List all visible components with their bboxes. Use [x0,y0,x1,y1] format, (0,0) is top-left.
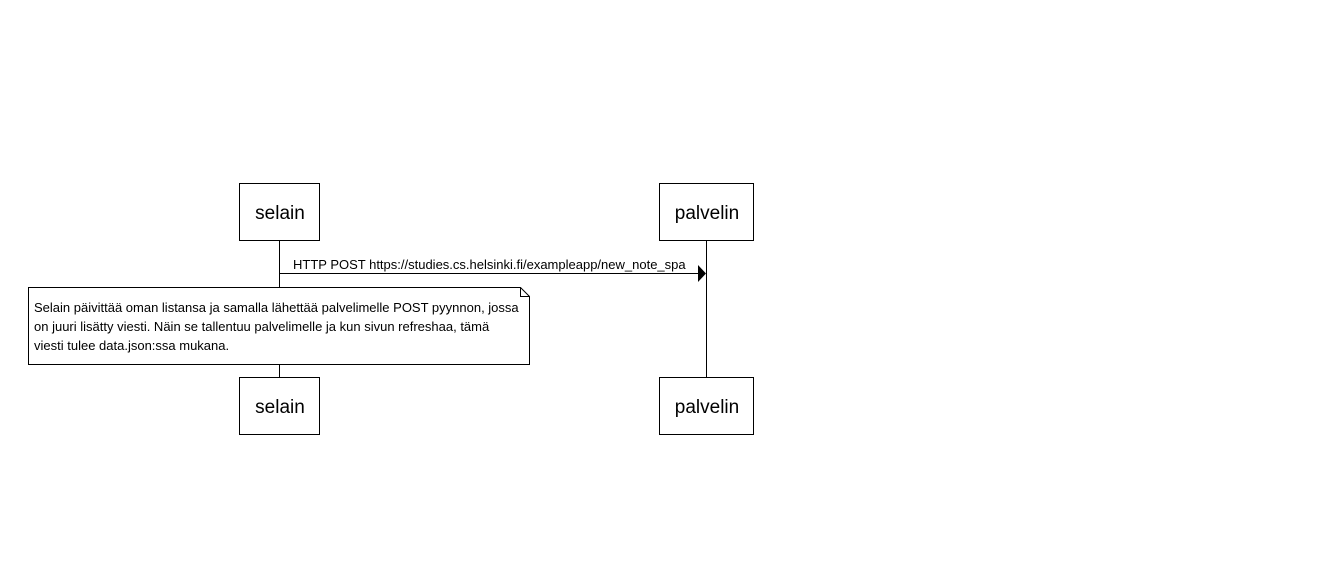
message-http-post: HTTP POST https://studies.cs.helsinki.fi… [280,257,706,282]
note-line: on juuri lisätty viesti. Näin se tallent… [34,319,490,334]
arrowhead-icon [698,265,706,282]
actor-palvelin-bottom: palvelin [659,377,754,435]
actor-label: palvelin [675,397,739,418]
actor-selain-bottom: selain [239,377,320,435]
actor-label: selain [255,203,305,224]
actor-selain-top: selain [239,183,320,241]
note-line: viesti tulee data.json:ssa mukana. [34,338,229,353]
actor-label: palvelin [675,203,739,224]
message-label: HTTP POST https://studies.cs.helsinki.fi… [293,257,686,272]
actor-palvelin-top: palvelin [659,183,754,241]
note-fold-icon [520,287,530,297]
note-box: Selain päivittää oman listansa ja samall… [28,287,530,365]
actor-label: selain [255,397,305,418]
note-line: Selain päivittää oman listansa ja samall… [34,300,519,315]
